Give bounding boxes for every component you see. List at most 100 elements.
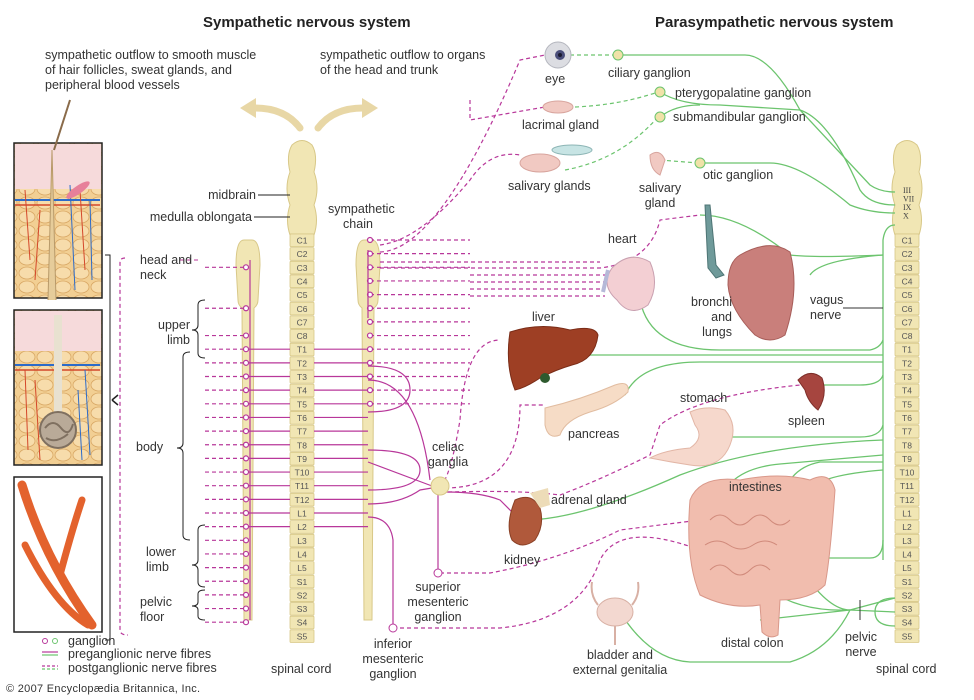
ganglion-left-s2: [242, 591, 250, 599]
preganglionic-organ-1: [367, 379, 431, 481]
segment-label-t4: T4: [297, 386, 307, 396]
stomach-label: stomach: [680, 391, 728, 405]
cord-segment-l3: [289, 533, 315, 548]
segment-label-s4: S4: [902, 618, 913, 628]
ganglion-left-l3: [242, 537, 250, 544]
preganglionic-organ-2: [367, 449, 421, 491]
region-brackets: [176, 299, 206, 621]
outflow-arrows: [251, 104, 367, 132]
kidney-label: kidney: [504, 553, 541, 567]
sympathetic-fibres: [205, 54, 801, 629]
cord-segment-c8: [289, 329, 315, 343]
skin-inset-hair-follicle: [13, 99, 103, 301]
bronchi-icon: [704, 204, 725, 279]
cranial-nerve-vii: VII: [903, 195, 914, 204]
pelvic-s2: [849, 597, 896, 611]
cord-segment-s3: [289, 602, 315, 616]
ganglion-left-l2: [242, 523, 250, 530]
cord-segment-t1: [894, 342, 920, 357]
spleen-icon: [797, 373, 825, 411]
cord-segment-l4: [289, 547, 315, 562]
intestines-icon: [688, 475, 836, 638]
cord-segment-t7: [894, 424, 920, 439]
pterygopalatine-ganglion-label: pterygopalatine ganglion: [675, 86, 812, 100]
cord-segment-s5: [894, 629, 920, 643]
cranial-nerve-x: X: [903, 212, 909, 221]
spinal-cord-label-right: spinal cord: [876, 662, 937, 676]
gallbladder-icon: [540, 373, 550, 383]
segment-label-t12: T12: [900, 495, 915, 505]
segment-label-s5: S5: [902, 631, 913, 641]
intestines-label: intestines: [729, 480, 782, 494]
postganglionic-organ-1: [379, 54, 546, 253]
cord-segment-c1: [289, 233, 315, 248]
spleen-label: spleen: [788, 414, 825, 428]
segment-label-c3: C3: [297, 263, 308, 273]
segment-label-t10: T10: [295, 468, 310, 478]
lacrimal-gland-icon: [542, 100, 574, 114]
fibre-lungs: [699, 214, 884, 258]
arrow-left-head: [240, 98, 256, 118]
fibre-intestine-2: [825, 539, 884, 559]
submandibular-ganglion-label: submandibular ganglion: [673, 110, 806, 124]
cord-segment-t10: [894, 465, 920, 480]
fibre-heart: [639, 299, 884, 351]
ganglion-right-t3: [366, 373, 374, 380]
fibre-vagus-trunk: [882, 224, 896, 560]
body-label: body: [136, 440, 164, 454]
segment-label-c5: C5: [297, 290, 308, 300]
cord-segment-s2: [289, 588, 315, 602]
pancreas-label: pancreas: [568, 427, 620, 441]
legend-postganglionic: postganglionic nerve fibres: [68, 661, 217, 675]
sympathetic-spinal-cord: C1C2C3C4C5C6C7C8T1T2T3T4T5T6T7T8T9T10T11…: [286, 140, 318, 643]
superior-mesenteric-ganglion-icon: [433, 568, 443, 578]
right-sympathetic-chain: [355, 239, 381, 621]
preganglionic-organ-3: [367, 461, 433, 487]
brainstem-shape: [286, 140, 318, 236]
cord-segment-c7: [894, 315, 920, 329]
ganglion-right-t1: [366, 346, 374, 353]
postganglionic-organ-9: [439, 339, 501, 487]
cord-segment-s1: [894, 574, 920, 589]
postganglionic-organ-2: [469, 100, 546, 121]
segment-label-c6: C6: [902, 304, 913, 314]
otic-ganglion-icon: [694, 157, 706, 169]
ganglion-right-c1: [366, 236, 374, 244]
segment-label-t5: T5: [297, 399, 307, 409]
segment-label-t7: T7: [902, 427, 912, 437]
ganglion-left-t10: [242, 468, 250, 476]
fibre-pancreas: [624, 361, 883, 396]
segment-label-c2: C2: [902, 249, 913, 259]
ganglion-right-c8: [366, 332, 374, 339]
ganglion-left-t3: [242, 373, 250, 380]
inset-bracket-point: [111, 394, 119, 406]
segment-label-t9: T9: [297, 454, 307, 464]
ganglion-right-t2: [366, 359, 374, 366]
fibre-otic: [700, 162, 896, 214]
segment-label-c4: C4: [902, 276, 913, 286]
eye-icon: [544, 41, 572, 69]
segment-label-c1: C1: [902, 236, 913, 246]
inferior-mesenteric-ganglion-icon: [388, 623, 398, 633]
segment-label-t12: T12: [295, 495, 310, 505]
segment-label-t2: T2: [297, 358, 307, 368]
adrenal-gland-label: adrenal gland: [551, 493, 627, 507]
ganglion-left-l1: [242, 509, 250, 517]
segment-label-c8: C8: [297, 331, 308, 341]
brainstem-shape: [891, 140, 923, 236]
cord-segment-t6: [894, 411, 920, 425]
ganglion-left-t12: [242, 496, 250, 503]
ganglion-left-l4: [242, 550, 250, 558]
segment-label-t4: T4: [902, 386, 912, 396]
segment-label-c7: C7: [297, 317, 308, 327]
segment-label-t6: T6: [297, 413, 307, 423]
segment-label-t5: T5: [902, 399, 912, 409]
eye-label: eye: [545, 72, 566, 86]
salivary-gland-icon: [649, 151, 666, 176]
ganglion-left-t2: [242, 359, 250, 366]
